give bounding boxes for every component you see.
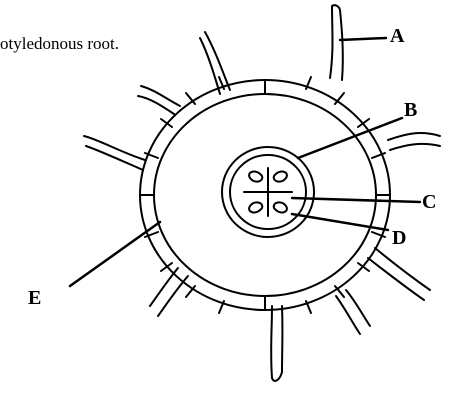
label-b: B (404, 100, 417, 120)
root-hair-bottom-right (336, 290, 370, 334)
phloem-bottom-right (274, 202, 287, 212)
pointer-c (292, 198, 420, 202)
root-hair-bottom-left (150, 268, 188, 316)
label-d: D (392, 228, 406, 248)
label-a: A (390, 26, 404, 46)
epidermis-outer (140, 80, 390, 310)
root-hair-a (330, 5, 343, 80)
pointer-b (298, 118, 402, 158)
label-c: C (422, 192, 436, 212)
xylem-arms (244, 168, 292, 216)
root-hair-right-upper (388, 133, 440, 150)
phloem-top-left (249, 172, 262, 182)
label-e: E (28, 288, 41, 308)
pointer-a (340, 38, 386, 40)
diagram-caption: otyledonous root. (0, 34, 119, 54)
root-hair-bottom (271, 306, 282, 381)
root-hair-top-left (200, 32, 230, 94)
root-hair-right-lower (368, 248, 430, 300)
root-hair-left-upper (138, 86, 180, 114)
phloem-top-right (274, 172, 287, 182)
phloem-bottom-left (249, 202, 262, 212)
root-hair-left (84, 136, 145, 170)
pointer-e (70, 222, 160, 286)
epidermis-inner (154, 94, 376, 296)
